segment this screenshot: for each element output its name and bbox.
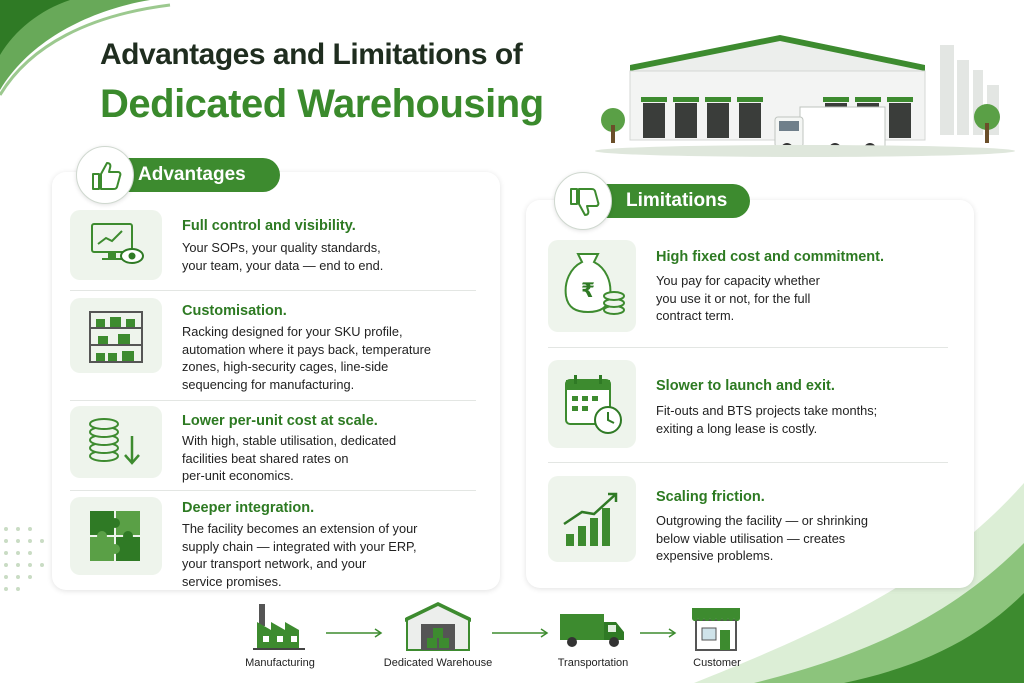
adv-item-4-text: The facility becomes an extension of you… xyxy=(182,521,418,589)
divider xyxy=(70,400,476,401)
decorative-swoosh-top-left xyxy=(0,0,171,96)
growth-chart-icon xyxy=(563,492,618,546)
monitor-eye-icon-box xyxy=(70,210,162,280)
adv-item-1-title: Full control and visibility. xyxy=(182,218,356,234)
puzzle-icon-box xyxy=(70,497,162,575)
factory-icon xyxy=(253,604,305,650)
flow-label-manufacturing: Manufacturing xyxy=(245,657,315,669)
adv-item-2-text: Racking designed for your SKU profile, a… xyxy=(182,324,431,392)
flow-arrow xyxy=(640,628,677,638)
page-title-line-1: Advantages and Limitations of xyxy=(100,38,523,71)
money-bag-rupee-icon: ₹ xyxy=(564,253,625,315)
flow-label-transportation: Transportation xyxy=(557,657,629,669)
calendar-clock-icon xyxy=(565,375,622,434)
monitor-eye-icon xyxy=(91,223,144,264)
coin-stack-down-icon-box xyxy=(70,406,162,478)
thumbs-down-icon xyxy=(570,188,600,216)
puzzle-icon xyxy=(90,511,140,561)
money-bag-rupee-icon-box: ₹ xyxy=(548,240,636,332)
adv-item-1-text: Your SOPs, your quality standards, your … xyxy=(182,240,384,273)
lim-item-3-title: Scaling friction. xyxy=(656,489,765,505)
decorative-dots xyxy=(4,527,44,591)
lim-item-1-text: You pay for capacity whether you use it … xyxy=(656,273,820,323)
growth-chart-icon-box xyxy=(548,476,636,562)
flow-label-dedicated-warehouse: Dedicated Warehouse xyxy=(383,657,493,669)
lim-item-2-title: Slower to launch and exit. xyxy=(656,378,835,394)
flow-arrow xyxy=(326,628,383,638)
adv-item-4-title: Deeper integration. xyxy=(182,500,315,516)
svg-text:₹: ₹ xyxy=(581,278,595,302)
calendar-clock-icon-box xyxy=(548,360,636,448)
divider xyxy=(548,462,948,463)
flow-label-customer: Customer xyxy=(693,657,741,669)
decorative-swoosh-bottom-right xyxy=(694,483,1024,683)
thumbs-up-badge xyxy=(76,146,134,204)
lim-item-1-title: High fixed cost and commitment. xyxy=(656,249,884,265)
limitations-heading: Limitations xyxy=(588,184,750,218)
lim-item-2-text: Fit-outs and BTS projects take months; e… xyxy=(656,403,878,436)
adv-item-2-title: Customisation. xyxy=(182,303,287,319)
divider xyxy=(548,347,948,348)
flow-arrow xyxy=(492,628,549,638)
thumbs-up-icon xyxy=(92,162,122,190)
divider xyxy=(70,490,476,491)
adv-item-3-title: Lower per-unit cost at scale. xyxy=(182,413,378,429)
truck-icon xyxy=(560,614,624,647)
coin-stack-down-icon xyxy=(89,418,140,465)
shelving-icon xyxy=(89,311,143,363)
adv-item-3-text: With high, stable utilisation, dedicated… xyxy=(182,433,397,483)
page-title-line-2: Dedicated Warehousing xyxy=(100,82,544,126)
shelving-icon-box xyxy=(70,298,162,373)
divider xyxy=(70,290,476,291)
thumbs-down-badge xyxy=(554,172,612,230)
store-icon xyxy=(692,608,740,651)
warehouse-icon xyxy=(405,602,471,651)
lim-item-3-text: Outgrowing the facility — or shrinking b… xyxy=(656,513,868,563)
warehouse-illustration xyxy=(595,35,1015,157)
